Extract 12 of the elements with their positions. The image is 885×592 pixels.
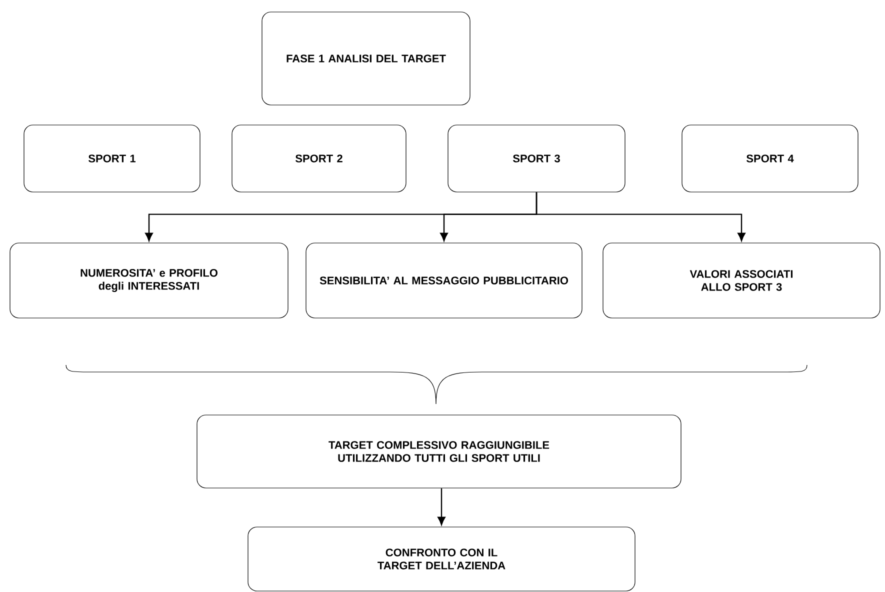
process-box: TARGET COMPLESSIVO RAGGIUNGIBILE UTILIZZANDO TUTTI GLI SPORT UTILI: [196, 414, 682, 488]
process-box: SENSIBILITA’ AL MESSAGGIO PUBBLICITARIO: [306, 242, 582, 318]
arrow: [438, 488, 446, 526]
process-box: NUMEROSITA’ e PROFILO degli INTERESSATI: [10, 242, 288, 318]
process-box: SPORT 3: [448, 124, 626, 192]
process-box: SPORT 1: [24, 124, 200, 192]
process-box: FASE 1 ANALISI DEL TARGET: [262, 12, 470, 106]
process-box: VALORI ASSOCIATI ALLO SPORT 3: [602, 242, 880, 318]
process-box: SPORT 4: [682, 124, 858, 192]
process-box: SPORT 2: [232, 124, 406, 192]
process-box: CONFRONTO CON IL TARGET DELL’AZIENDA: [248, 526, 636, 592]
arrow: [536, 192, 746, 242]
